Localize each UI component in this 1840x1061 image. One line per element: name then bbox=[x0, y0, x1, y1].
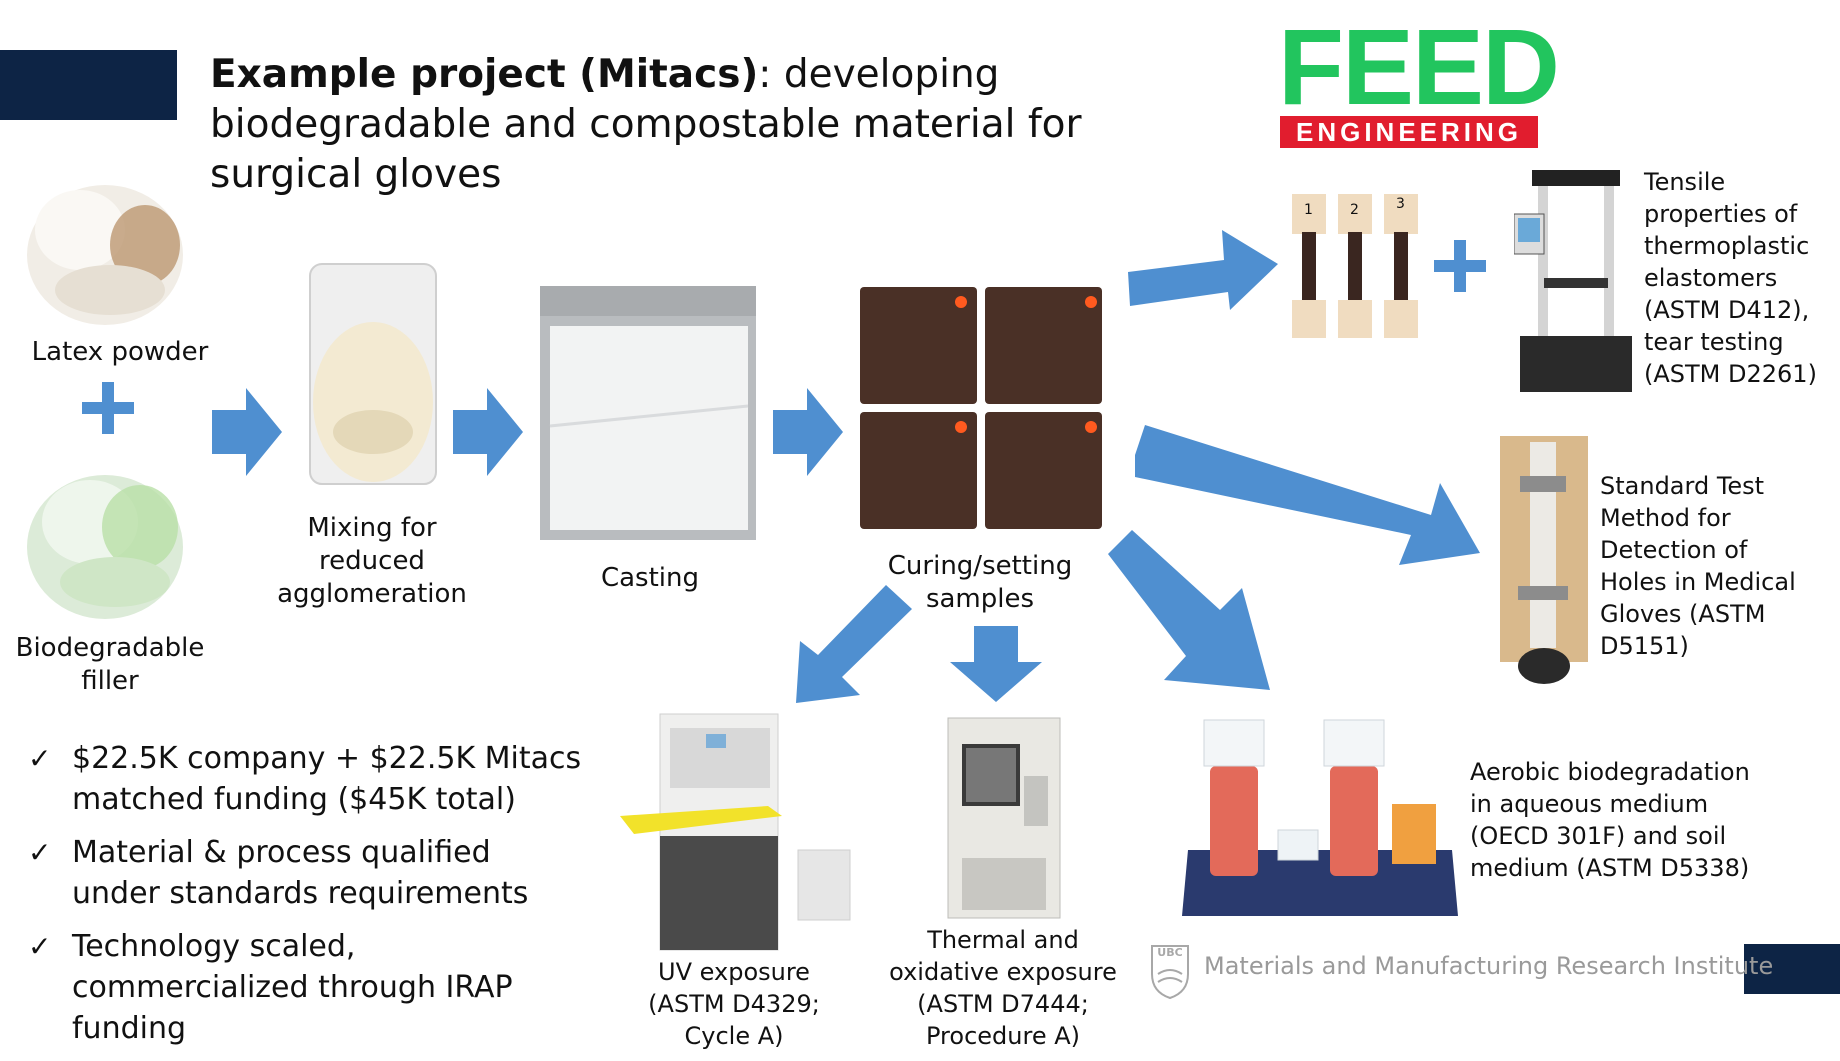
mixing-beaker-image bbox=[309, 263, 437, 485]
title-bold: Example project (Mitacs) bbox=[210, 52, 759, 97]
biodegradable-filler-image bbox=[27, 475, 183, 619]
arrow-to-uv-icon bbox=[796, 585, 912, 703]
bullet-item: ✓ Technology scaled, commercialized thro… bbox=[28, 926, 588, 1049]
check-icon: ✓ bbox=[28, 930, 52, 963]
plus-icon bbox=[1434, 240, 1486, 292]
bullet-text: Technology scaled, commercialized throug… bbox=[72, 929, 513, 1046]
ubc-crest-icon bbox=[1151, 945, 1189, 1000]
header-accent-bar bbox=[0, 50, 177, 120]
curing-label: Curing/setting samples bbox=[887, 551, 1073, 614]
check-icon: ✓ bbox=[28, 836, 52, 869]
specimen-number: 3 bbox=[1396, 196, 1405, 212]
page-title: Example project (Mitacs): developing bio… bbox=[210, 50, 1210, 200]
footer-accent-bar bbox=[1744, 944, 1840, 994]
uv-text: UV exposure (ASTM D4329; Cycle A) bbox=[648, 958, 820, 1050]
bullet-item: ✓ $22.5K company + $22.5K Mitacs matched… bbox=[28, 738, 588, 820]
casting-tray-image bbox=[540, 286, 756, 540]
mixing-label: Mixing for reduced agglomeration bbox=[277, 513, 467, 609]
tensile-tester-image bbox=[1514, 170, 1632, 392]
uv-exposure-chamber-image bbox=[620, 713, 851, 951]
feed-logo-sub: ENGINEERING bbox=[1280, 116, 1538, 148]
footer-institute: Materials and Manufacturing Research Ins… bbox=[1204, 952, 1774, 980]
right-arrow-icon bbox=[453, 388, 523, 476]
aerobic-biodegradation-image bbox=[1182, 719, 1458, 916]
holes-test-image bbox=[1500, 436, 1588, 684]
holes-text: Standard Test Method for Detection of Ho… bbox=[1600, 472, 1796, 660]
biodegradable-filler-label: Biodegradable filler bbox=[15, 633, 205, 696]
arrow-to-tensile-icon bbox=[1128, 230, 1278, 310]
plus-icon bbox=[82, 382, 134, 434]
tensile-specimens-image bbox=[1292, 194, 1418, 338]
feed-logo-word: FEED bbox=[1278, 6, 1560, 127]
arrow-to-thermal-icon bbox=[950, 626, 1042, 702]
casting-label: Casting bbox=[600, 563, 700, 593]
latex-powder-image bbox=[27, 185, 183, 325]
tensile-text: Tensile properties of thermoplastic elas… bbox=[1644, 168, 1817, 388]
bullet-list: ✓ $22.5K company + $22.5K Mitacs matched… bbox=[28, 738, 588, 1061]
arrow-to-holes-icon bbox=[1135, 425, 1480, 565]
ubc-logo-text: UBC bbox=[1157, 946, 1183, 959]
latex-powder-label: Latex powder bbox=[31, 337, 209, 367]
bullet-item: ✓ Material & process qualified under sta… bbox=[28, 832, 588, 914]
bullet-text: $22.5K company + $22.5K Mitacs matched f… bbox=[72, 741, 582, 817]
thermal-chamber-image bbox=[947, 717, 1061, 919]
specimen-number: 1 bbox=[1304, 202, 1313, 218]
right-arrow-icon bbox=[773, 388, 843, 476]
check-icon: ✓ bbox=[28, 742, 52, 775]
title-rest: : developing biodegradable and compostab… bbox=[210, 52, 1082, 197]
bullet-text: Material & process qualified under stand… bbox=[72, 835, 529, 911]
right-arrow-icon bbox=[212, 388, 282, 476]
arrow-to-aerobic-icon bbox=[1108, 530, 1270, 690]
aerobic-text: Aerobic biodegradation in aqueous medium… bbox=[1470, 758, 1750, 882]
specimen-number: 2 bbox=[1350, 202, 1359, 218]
feed-engineering-logo: FEED ENGINEERING bbox=[1278, 12, 1560, 148]
cured-samples-image bbox=[860, 287, 1102, 529]
